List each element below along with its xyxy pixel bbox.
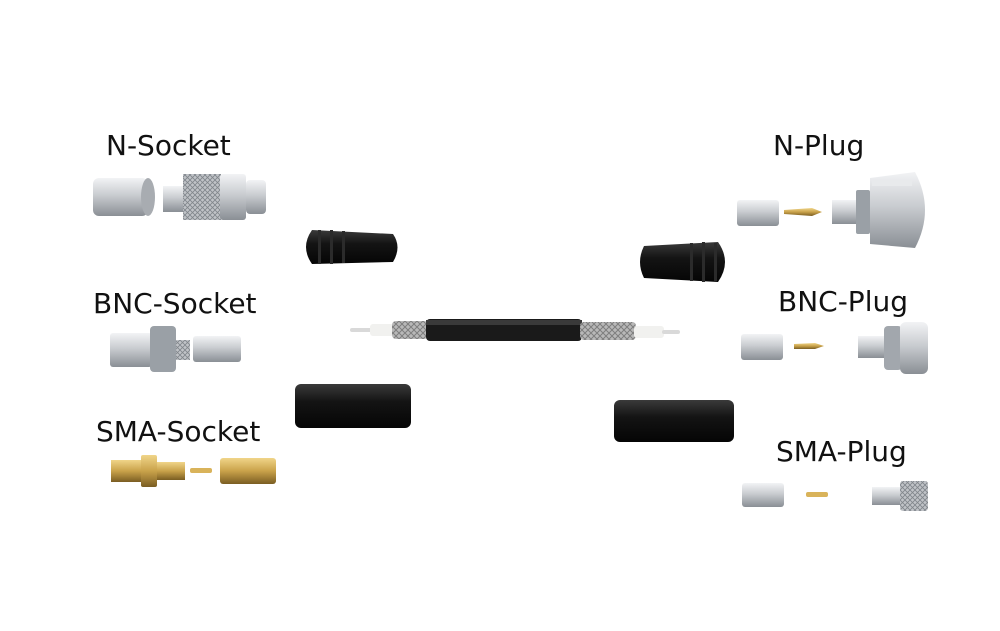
sma-socket-ferrule — [220, 458, 276, 484]
bnc-socket-body — [110, 326, 190, 372]
sma-socket-pin — [190, 468, 212, 473]
bnc-plug-pin — [794, 343, 824, 349]
n-plug-body — [832, 172, 925, 248]
stripped-coax-cable — [350, 319, 680, 341]
left-heat-shrink-tube — [295, 384, 411, 428]
left-strain-relief-boot — [306, 230, 398, 264]
sma-socket-body — [111, 455, 185, 487]
bnc-socket-ferrule — [193, 336, 241, 362]
bnc-plug-label: BNC-Plug — [778, 285, 908, 318]
bnc-socket-label: BNC-Socket — [93, 287, 257, 320]
sma-socket-label: SMA-Socket — [96, 415, 261, 448]
n-plug-pin — [784, 208, 822, 216]
sma-plug-label: SMA-Plug — [776, 435, 907, 468]
bnc-plug-ferrule — [741, 334, 783, 360]
n-plug-ferrule — [737, 200, 779, 226]
bnc-plug-body — [858, 322, 928, 374]
n-plug-label: N-Plug — [773, 129, 865, 162]
right-strain-relief-boot — [640, 242, 725, 282]
n-socket-label: N-Socket — [106, 129, 231, 162]
sma-plug-pin — [806, 492, 828, 497]
sma-plug-ferrule — [742, 483, 784, 507]
right-heat-shrink-tube — [614, 400, 734, 442]
n-socket-body — [163, 174, 266, 220]
n-socket-ferrule — [93, 178, 155, 216]
sma-plug-body — [872, 481, 928, 511]
